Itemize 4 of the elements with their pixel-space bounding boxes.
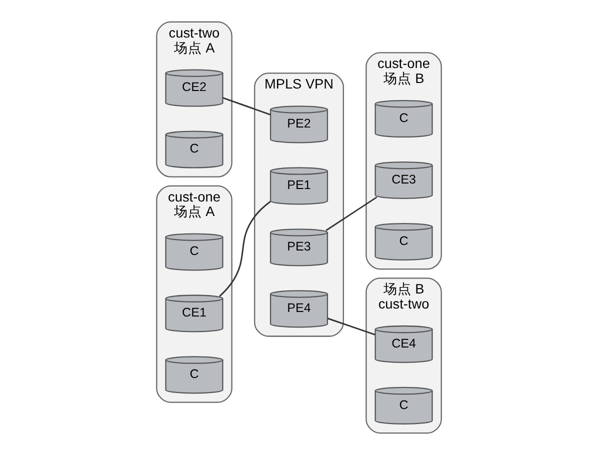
connector <box>327 318 376 336</box>
connector <box>326 196 378 232</box>
connector <box>219 200 271 297</box>
connector <box>222 97 271 116</box>
